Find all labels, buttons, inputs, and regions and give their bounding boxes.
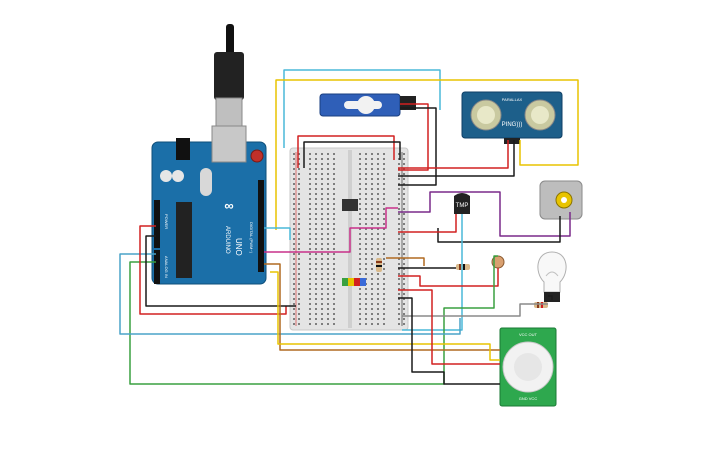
pir-top-label: VCC OUT — [519, 332, 538, 337]
pir-bottom-label: GND VCC — [519, 396, 538, 401]
power-header[interactable] — [154, 200, 160, 248]
capacitor-2 — [172, 170, 184, 182]
wire-blue-long[interactable] — [119, 253, 461, 335]
bulb-resistor[interactable] — [534, 302, 548, 308]
wire-motor-black[interactable] — [437, 216, 561, 243]
ic-chip[interactable] — [342, 199, 358, 211]
wire-motor-purple[interactable] — [398, 191, 571, 237]
capacitor-1 — [160, 170, 172, 182]
pir-sensor[interactable]: VCC OUT GND VCC — [499, 327, 557, 407]
wire-yellow-pir[interactable] — [270, 271, 500, 361]
usb-cable — [214, 24, 244, 127]
power-section-label: POWER — [164, 214, 169, 229]
wires — [119, 69, 579, 385]
usb-port — [211, 125, 247, 163]
wire-ldr-green[interactable] — [129, 255, 498, 385]
wire-bb-top-black[interactable] — [303, 141, 401, 168]
breadboard[interactable] — [289, 147, 409, 331]
ultrasonic-sensor[interactable]: PING))) PARALLAX — [461, 91, 563, 144]
wire-ultrasonic-black[interactable] — [398, 140, 515, 177]
digital-header[interactable] — [258, 180, 264, 272]
wire-bulb-black[interactable] — [548, 295, 553, 300]
dc-motor[interactable] — [539, 180, 583, 220]
wire-ultrasonic-yellow[interactable] — [275, 79, 579, 230]
wire-servo-red[interactable] — [398, 103, 429, 171]
breadboard-holes[interactable] — [293, 153, 405, 325]
wire-orange-short[interactable] — [386, 257, 425, 266]
analog-header[interactable] — [154, 250, 160, 284]
breadboard-resistor[interactable] — [376, 258, 382, 272]
arduino-logo: ∞ — [224, 198, 233, 213]
photoresistor-resistor[interactable] — [456, 264, 470, 270]
servo-horn[interactable] — [344, 101, 382, 109]
wire-bb-top-red[interactable] — [297, 135, 395, 168]
crystal — [200, 168, 212, 196]
wire-cyan-short[interactable] — [264, 227, 291, 240]
wire-magenta[interactable] — [264, 207, 398, 253]
wire-orange[interactable] — [264, 263, 500, 351]
analog-section-label: ANALOG IN — [164, 256, 169, 278]
arduino-brand: ARDUINO — [224, 226, 230, 254]
wire-tmp-blue[interactable] — [402, 214, 463, 331]
power-jack — [176, 138, 190, 160]
wire-ultrasonic-red[interactable] — [398, 140, 509, 169]
servo-motor[interactable] — [319, 93, 416, 117]
servo-connector — [400, 96, 416, 110]
wire-pir-red[interactable] — [398, 289, 500, 365]
wire-tmp-red[interactable] — [398, 214, 457, 233]
light-bulb[interactable] — [537, 251, 567, 302]
wire-bulb-gray[interactable] — [402, 303, 548, 317]
ultrasonic-model: PARALLAX — [502, 97, 523, 102]
digital-section-label: DIGITAL (PWM~) — [249, 222, 254, 254]
arduino-board[interactable]: ∞ UNO ARDUINO DIGITAL (PWM~) POWER ANALO… — [151, 125, 267, 285]
wire-red-bottom[interactable] — [139, 225, 287, 315]
ultrasonic-pins — [504, 138, 520, 144]
wire-ldr-red[interactable] — [398, 268, 499, 287]
arduino-model: UNO — [234, 238, 243, 256]
wire-pir-black[interactable] — [398, 297, 500, 385]
tmp-label: TMP — [456, 203, 469, 209]
wire-black-bottom[interactable] — [145, 235, 296, 307]
ultrasonic-brand: PING))) — [502, 122, 523, 128]
wire-servo-signal[interactable] — [283, 69, 441, 148]
wire-servo-black[interactable] — [398, 107, 437, 186]
led-bar[interactable] — [342, 278, 366, 286]
reset-button[interactable] — [250, 149, 264, 163]
microcontroller-chip — [176, 202, 192, 278]
temperature-sensor[interactable]: TMP — [454, 193, 470, 214]
